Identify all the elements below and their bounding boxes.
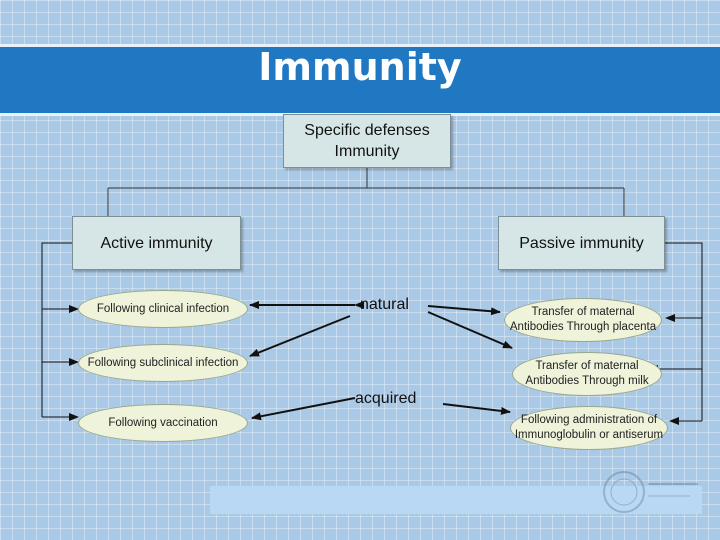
natural-to-subclinical-arrow: [249, 315, 351, 357]
natural-to-milk-arrow: [427, 311, 513, 349]
active-example-clinical-infection: Following clinical infection: [78, 290, 248, 328]
passive-example-milk: Transfer of maternal Antibodies Through …: [512, 352, 662, 396]
active-example-vaccination: Following vaccination: [78, 404, 248, 442]
natural-to-placenta-arrow: [427, 305, 501, 316]
passive-example-placenta: Transfer of maternal Antibodies Through …: [504, 298, 662, 342]
active-immunity-label: Active immunity: [100, 234, 213, 252]
passive-immunity-label: Passive immunity: [519, 234, 644, 252]
root-node-line-2: Immunity: [334, 143, 400, 160]
active-example-label: Following subclinical infection: [87, 356, 239, 369]
passive-example-immunoglobulin: Following administration of Immunoglobul…: [510, 406, 668, 450]
passive-example-line-2: Immunoglobulin or antiserum: [514, 429, 664, 441]
footer-band: [210, 486, 702, 514]
passive-bracket-line: [665, 242, 703, 421]
acquired-label: acquired: [355, 390, 417, 407]
root-node-specific-defenses: Specific defenses Immunity: [283, 114, 451, 168]
passive-example-line-1: Transfer of maternal: [531, 306, 635, 318]
active-immunity-node: Active immunity: [72, 216, 241, 270]
natural-label: natural: [360, 296, 409, 313]
passive-example-line-1: Transfer of maternal: [535, 360, 639, 372]
active-example-label: Following clinical infection: [96, 302, 230, 315]
root-node-line-1: Specific defenses: [304, 122, 430, 139]
active-bracket-line: [41, 242, 72, 417]
acquired-to-immunoglobulin-arrow: [442, 403, 511, 415]
acquired-to-vaccination-arrow: [251, 397, 356, 421]
active-example-label: Following vaccination: [108, 416, 218, 429]
faded-seal-icon: [603, 471, 698, 513]
page-title: Immunity: [258, 45, 462, 89]
active-example-subclinical-infection: Following subclinical infection: [78, 344, 248, 382]
passive-example-line-2: Antibodies Through milk: [525, 375, 649, 387]
passive-example-line-2: Antibodies Through placenta: [509, 321, 657, 333]
passive-immunity-node: Passive immunity: [498, 216, 665, 270]
title-banner: [0, 44, 720, 116]
passive-example-line-1: Following administration of: [520, 414, 658, 426]
